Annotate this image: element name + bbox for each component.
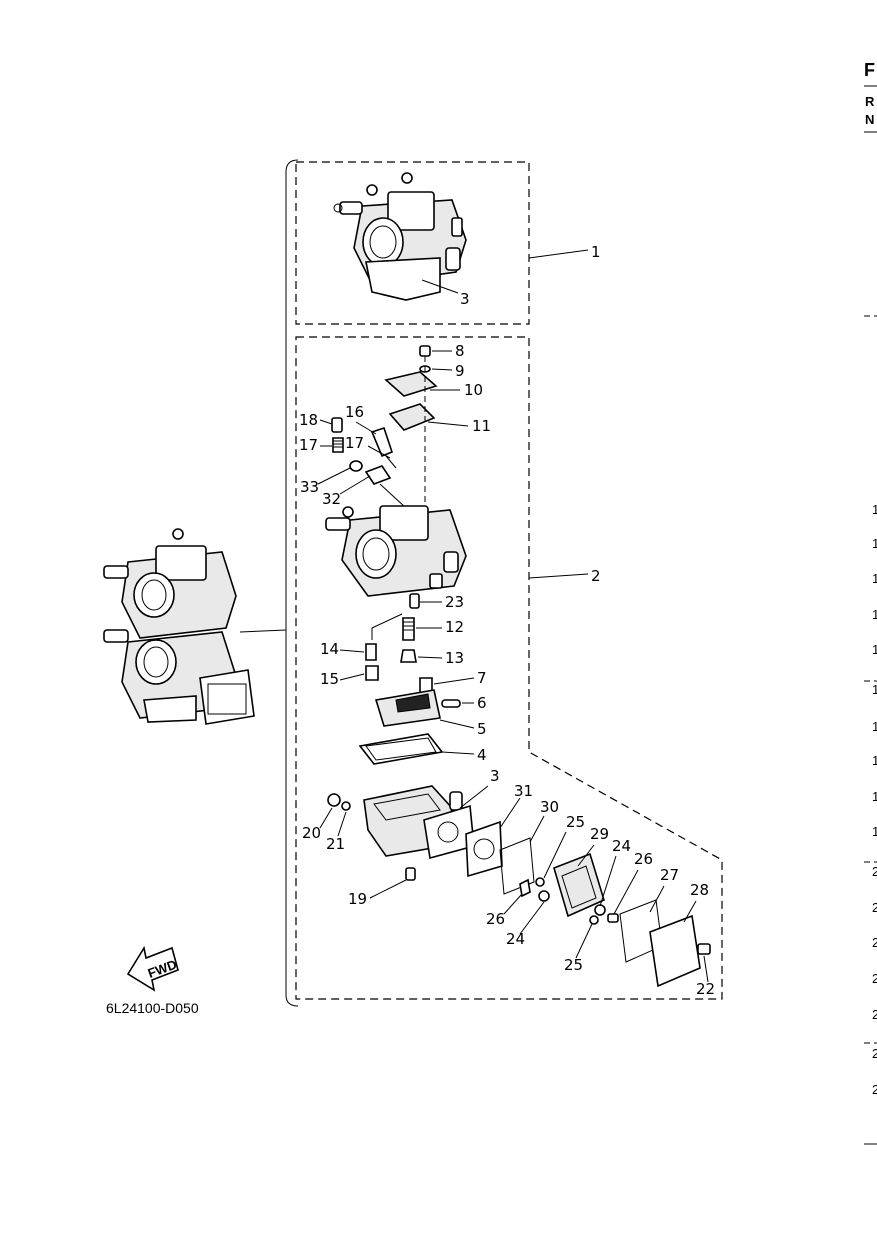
edge-head-3: N: [865, 112, 874, 127]
callout-1: 1: [591, 243, 601, 261]
callout-24-bottom: 24: [506, 930, 525, 948]
callout-25-top: 25: [566, 813, 585, 831]
callout-32: 32: [322, 490, 341, 508]
fwd-arrow: FWD: [126, 945, 179, 992]
edge-row: 2: [872, 1007, 877, 1022]
edge-row: 1: [872, 571, 877, 586]
callout-21: 21: [326, 835, 345, 853]
parts-4-7: [358, 677, 461, 765]
fuel-pump-parts: [465, 820, 711, 988]
callout-25-bottom: 25: [564, 956, 583, 974]
callout-20: 20: [302, 824, 321, 842]
callout-29: 29: [590, 825, 609, 843]
edge-row: 1: [872, 502, 877, 517]
callout-14: 14: [320, 640, 339, 658]
edge-row: 1: [872, 607, 877, 622]
edge-row: 2: [872, 1046, 877, 1061]
callout-10: 10: [464, 381, 483, 399]
callout-15: 15: [320, 670, 339, 688]
callout-33: 33: [300, 478, 319, 496]
edge-row: 2: [872, 1082, 877, 1097]
edge-row: 2: [872, 971, 877, 986]
edge-head-1: F: [864, 60, 875, 80]
edge-head-2: R: [865, 94, 875, 109]
callout-26-bottom: 26: [486, 910, 505, 928]
float-chamber: [327, 785, 475, 881]
callout-24-top: 24: [612, 837, 631, 855]
right-edge-column: F R N 1 1 1 1 1 1 1 1 1 1 2 2 2 2 2 2 2: [864, 60, 877, 1145]
edge-row: 1: [872, 682, 877, 697]
callout-17-left: 17: [299, 436, 318, 454]
callout-27: 27: [660, 866, 679, 884]
edge-row: 2: [872, 864, 877, 879]
callout-4: 4: [477, 746, 487, 764]
callout-30: 30: [540, 798, 559, 816]
edge-row: 2: [872, 935, 877, 950]
edge-row: 1: [872, 536, 877, 551]
parts-16-18-32-33: [331, 417, 407, 509]
callout-2: 2: [591, 567, 601, 585]
callout-26-top: 26: [634, 850, 653, 868]
callout-31: 31: [514, 782, 533, 800]
diagram-code: 6L24100-D050: [106, 1000, 199, 1016]
callout-8: 8: [455, 342, 465, 360]
callout-5: 5: [477, 720, 487, 738]
edge-row: 1: [872, 642, 877, 657]
edge-row: 1: [872, 789, 877, 804]
callout-6: 6: [477, 694, 487, 712]
callout-9: 9: [455, 362, 465, 380]
callout-19: 19: [348, 890, 367, 908]
twin-carburetor-illustration: [103, 528, 255, 725]
callout-13: 13: [445, 649, 464, 667]
callout-3: 3: [490, 767, 500, 785]
callout-16: 16: [345, 403, 364, 421]
parts-12-15-23: [365, 593, 420, 681]
edge-row: 1: [872, 719, 877, 734]
assembly-2-box: [295, 336, 723, 1000]
callout-28: 28: [690, 881, 709, 899]
callout-23: 23: [445, 593, 464, 611]
callout-12: 12: [445, 618, 464, 636]
callout-7: 7: [477, 669, 487, 687]
callout-11: 11: [472, 417, 491, 435]
leader-line: [239, 629, 287, 633]
callout-17-right: 17: [345, 434, 364, 452]
edge-row: 1: [872, 824, 877, 839]
callout-22: 22: [696, 980, 715, 998]
edge-row: 1: [872, 753, 877, 768]
callout-18: 18: [299, 411, 318, 429]
carburetor-assembly-top: [333, 172, 467, 301]
assembly-1-box: [295, 161, 530, 325]
group-bracket: [285, 159, 299, 1007]
carburetor-body: [325, 505, 467, 597]
callout-3-top: 3: [460, 290, 470, 308]
edge-row: 2: [872, 900, 877, 915]
